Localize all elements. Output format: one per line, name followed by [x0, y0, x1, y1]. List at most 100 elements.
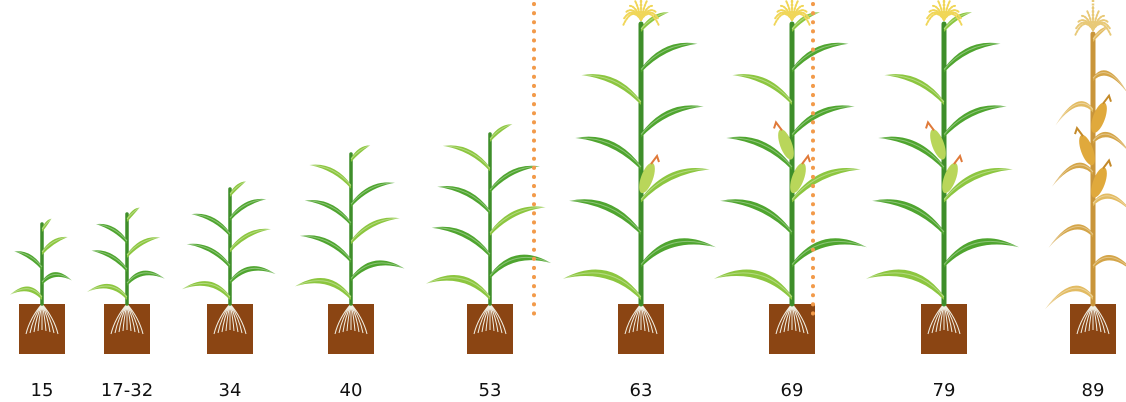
- plant-stage-69: [713, 0, 868, 354]
- leaf: [641, 167, 710, 203]
- leaf: [732, 74, 792, 105]
- ear-icon: [925, 120, 946, 160]
- leaf: [295, 278, 351, 300]
- ear-icon: [1091, 93, 1112, 133]
- ear-icon: [773, 120, 794, 160]
- leaf: [91, 250, 127, 272]
- leaf: [42, 236, 68, 255]
- leaf: [490, 124, 513, 142]
- leaf: [191, 213, 230, 237]
- leaf: [182, 281, 230, 300]
- stage-label: 53: [478, 380, 502, 401]
- leaf: [127, 237, 161, 258]
- leaf: [351, 260, 405, 282]
- leaf: [127, 270, 165, 286]
- leaf: [14, 251, 42, 270]
- roots-icon: [213, 303, 247, 335]
- leaf: [490, 254, 552, 279]
- roots-icon: [927, 303, 961, 335]
- leaf: [351, 182, 395, 208]
- leaf: [872, 199, 944, 235]
- leaf: [1093, 26, 1109, 42]
- leaf: [1048, 224, 1093, 248]
- leaf: [884, 74, 944, 105]
- leaf: [230, 198, 267, 221]
- leaf: [186, 243, 230, 269]
- leaf: [87, 283, 127, 300]
- leaf: [1052, 162, 1093, 187]
- leaf: [426, 274, 490, 300]
- ear-icon: [790, 153, 811, 194]
- leaf: [714, 269, 792, 300]
- roots-icon: [25, 303, 59, 335]
- leaf: [792, 167, 861, 203]
- plant-stage-89: [1044, 0, 1126, 354]
- leaf: [563, 269, 641, 300]
- leaf: [442, 145, 490, 172]
- stage-label: 63: [629, 380, 653, 401]
- leaf: [490, 165, 540, 193]
- leaf: [127, 207, 140, 222]
- ear-icon: [639, 153, 660, 194]
- plant-stage-34: [181, 180, 276, 354]
- roots-icon: [473, 303, 507, 335]
- leaf: [944, 167, 1013, 203]
- leaf: [1093, 193, 1126, 208]
- leaf: [1093, 70, 1126, 92]
- leaf: [641, 42, 698, 73]
- ear-icon: [1091, 158, 1112, 198]
- stage-label: 15: [30, 380, 54, 401]
- ear-icon: [942, 153, 963, 194]
- leaf: [726, 136, 792, 170]
- leaf: [1093, 255, 1126, 269]
- plant-stage-53: [425, 123, 552, 354]
- leaf: [1045, 285, 1093, 310]
- leaf: [230, 266, 276, 285]
- roots-icon: [110, 303, 144, 335]
- leaf: [351, 145, 371, 162]
- leaf: [878, 136, 944, 170]
- leaf: [1093, 131, 1126, 149]
- leaf: [720, 199, 792, 235]
- leaf: [230, 228, 271, 253]
- leaf: [351, 217, 400, 245]
- leaf: [641, 105, 704, 138]
- leaf: [42, 218, 52, 232]
- stage-label: 34: [218, 380, 242, 401]
- tassel-icon: [773, 0, 811, 26]
- roots-icon: [334, 303, 368, 335]
- leaf: [309, 164, 351, 189]
- leaf: [569, 199, 641, 235]
- leaf: [10, 286, 42, 300]
- tassel-icon: [925, 0, 963, 26]
- leaf: [42, 272, 72, 285]
- leaf: [944, 42, 1001, 73]
- leaf: [304, 199, 351, 226]
- tassel-icon: [622, 0, 660, 26]
- plant-stage-40: [294, 144, 405, 354]
- stage-label: 17-32: [100, 380, 154, 401]
- plant-stage-63: [562, 0, 717, 354]
- leaf: [490, 206, 546, 236]
- leaf: [792, 42, 849, 73]
- plant-stage-17-32: [86, 207, 166, 354]
- leaf: [944, 105, 1007, 138]
- stage-label: 89: [1081, 380, 1105, 401]
- leaf: [575, 136, 641, 170]
- leaf: [581, 74, 641, 105]
- leaf: [1055, 101, 1093, 126]
- leaf: [95, 223, 127, 244]
- plant-stage-15: [9, 218, 73, 354]
- leaf: [230, 181, 246, 197]
- leaf: [866, 269, 944, 300]
- ear-icon: [1074, 125, 1095, 166]
- tassel-icon: [1074, 0, 1112, 36]
- leaf: [944, 238, 1019, 268]
- leaf: [792, 105, 855, 138]
- stage-label: 40: [339, 380, 363, 401]
- stage-label: 79: [932, 380, 956, 401]
- stage-label: 69: [780, 380, 804, 401]
- leaf: [437, 186, 490, 215]
- leaf: [431, 226, 490, 258]
